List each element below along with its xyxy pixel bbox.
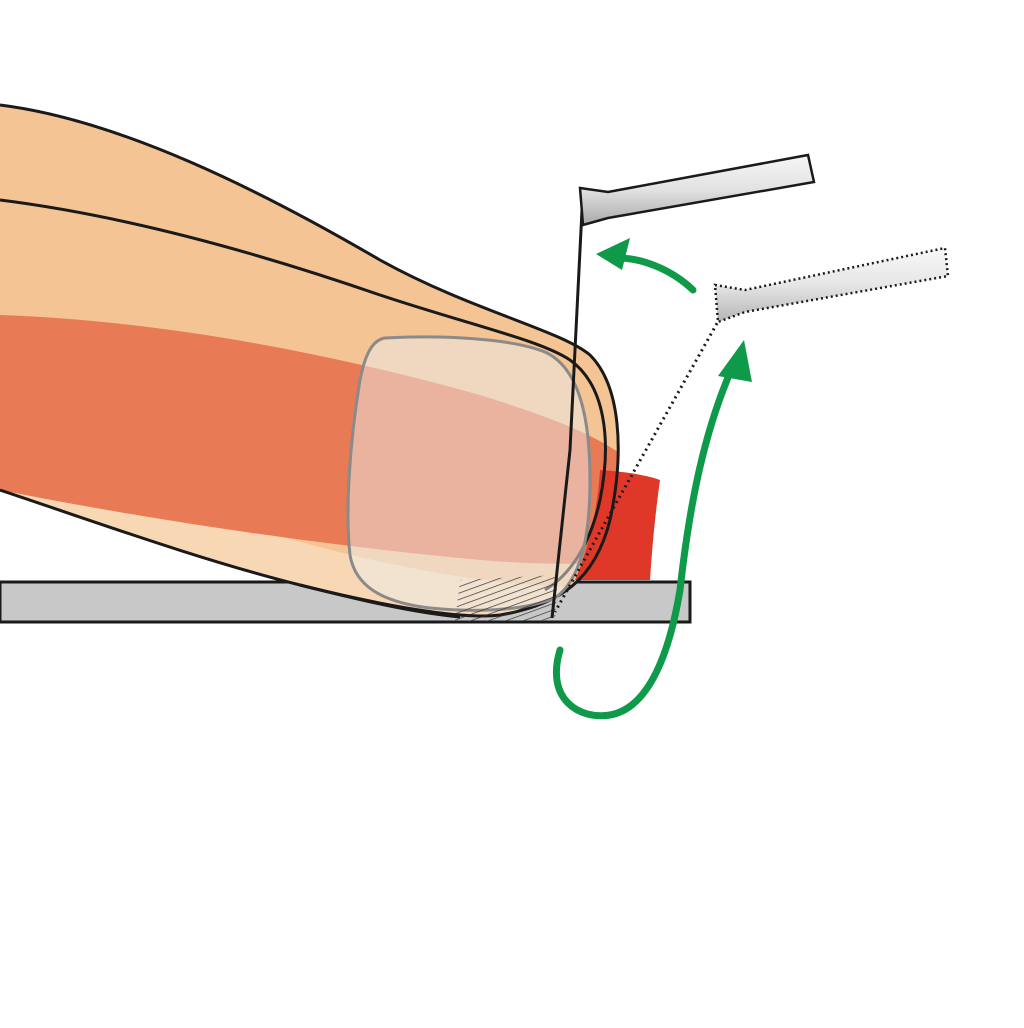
fingernail — [346, 335, 592, 612]
loop-arrow-icon — [552, 340, 752, 720]
rotation-arrow-icon — [596, 238, 697, 294]
probe-tool-dotted-icon — [553, 246, 950, 613]
probe-tool-solid-icon — [550, 153, 816, 619]
contact-zone-hatch — [455, 575, 558, 622]
